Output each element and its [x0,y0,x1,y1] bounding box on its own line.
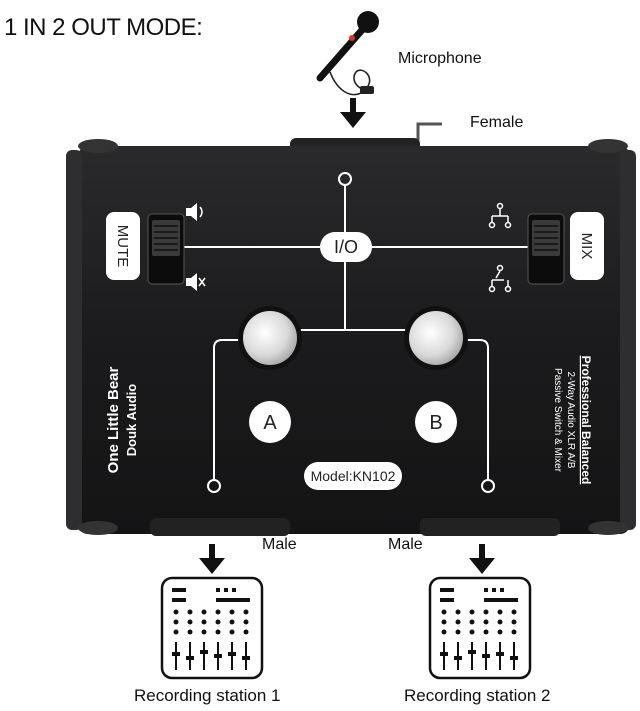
microphone-icon [316,11,379,96]
speaker-mute-icon [186,273,206,291]
brand-text: One Little Bear Douk Audio [105,366,139,473]
male-right-label: Male [388,536,423,553]
mixer-console-icon-2 [428,576,532,680]
mix-toggle-switch[interactable] [527,213,565,285]
model-badge [304,462,402,490]
brand-line-1: One Little Bear [105,366,122,473]
station-2-label: Recording station 2 [404,686,551,705]
model-label: Model:KN102 [311,468,396,484]
microphone-label: Microphone [398,50,482,67]
io-pill [320,232,372,262]
io-label: I/O [334,237,358,257]
speaker-on-icon [186,203,203,221]
mix-mode-icon [488,202,512,229]
description-text: Professional Balanced 2-Way Audio XLR A/… [552,356,593,485]
mixer-console-icon-1 [160,576,264,680]
mute-label-box [106,212,140,280]
line-terminal-right [481,479,495,493]
brand-line-2: Douk Audio [124,384,139,457]
output-arrow-right-icon [469,544,495,574]
line-terminal-top [338,172,352,186]
desc-line-3: Passive Switch & Mixer [552,368,563,473]
desc-line-1: Professional Balanced [579,356,593,485]
diagram-title: 1 IN 2 OUT MODE: [4,14,203,41]
switch-mode-icon [488,264,512,293]
desc-line-2: 2-Way Audio XLR A/B [565,372,576,469]
mix-label: MIX [578,233,595,260]
button-a-label: A [263,412,277,434]
device-body [66,139,636,536]
female-leader-line [416,122,442,148]
output-arrow-left-icon [199,544,225,574]
button-a[interactable] [249,401,291,443]
male-left-label: Male [262,536,297,553]
female-label: Female [470,114,524,131]
input-arrow-icon [340,98,366,128]
line-terminal-left [207,479,221,493]
knob-b[interactable] [409,311,463,365]
button-b[interactable] [415,401,457,443]
mute-toggle-switch[interactable] [147,213,185,285]
knob-a[interactable] [243,311,297,365]
mute-label: MUTE [114,225,131,268]
button-b-label: B [429,412,442,434]
mix-label-box [570,212,604,280]
station-1-label: Recording station 1 [134,686,281,705]
